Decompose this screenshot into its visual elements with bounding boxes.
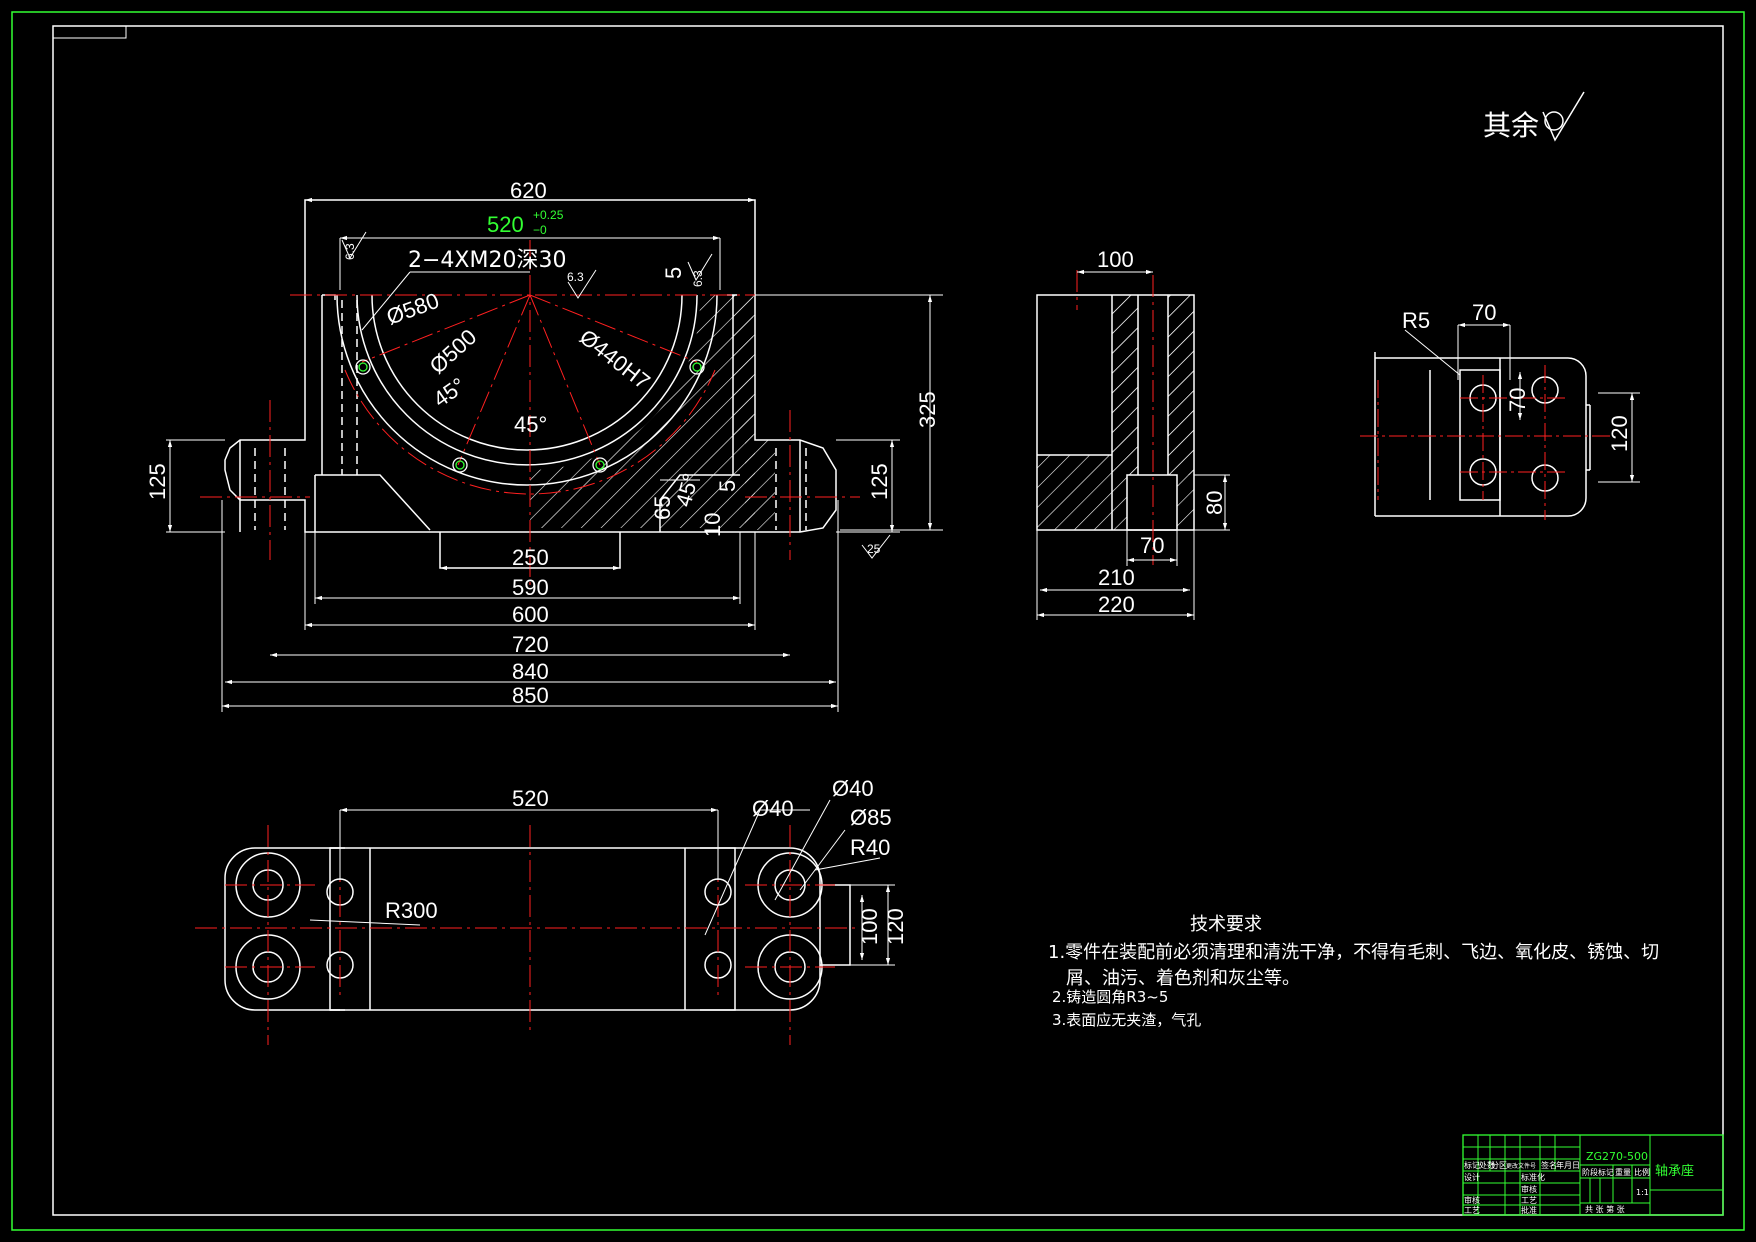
tb-mark: 标记	[1464, 1160, 1480, 1170]
detail-dim-70-vertical: 70	[1505, 388, 1530, 412]
tb-date: 年月日	[1556, 1160, 1580, 1170]
dim-840: 840	[512, 659, 549, 684]
roughness-25: 25	[867, 542, 881, 556]
notes-line-3: 3.表面应无夹渣，气孔	[1052, 1011, 1201, 1029]
side-dim-210: 210	[1098, 565, 1135, 590]
top-r40: R40	[850, 835, 890, 860]
roughness-6-3-c: 6.3	[691, 270, 705, 287]
tb-scale: 1:1	[1636, 1188, 1649, 1197]
side-dim-220: 220	[1098, 592, 1135, 617]
front-view-dimensions	[166, 197, 943, 712]
detail-view-dimensions	[1404, 322, 1640, 483]
tb-standard: 标准化	[1521, 1172, 1545, 1182]
dim-65: 65	[650, 496, 675, 520]
tb-change-doc: 更改文件号	[1506, 1162, 1536, 1170]
roughness-6-3-b: 6.3	[567, 270, 584, 284]
roughness-other-note: 其余	[1483, 91, 1585, 142]
detail-dim-120: 120	[1607, 415, 1632, 452]
top-dim-520: 520	[512, 786, 549, 811]
tb-process: 工艺	[1521, 1196, 1537, 1205]
side-dim-70: 70	[1140, 533, 1164, 558]
front-view-centerlines	[200, 240, 860, 590]
title-block-name: 轴承座	[1655, 1164, 1694, 1179]
dim-250: 250	[512, 545, 549, 570]
detail-r5: R5	[1402, 308, 1430, 333]
tb-review-left: 审核	[1464, 1195, 1480, 1205]
tol-upper: +0.25	[533, 208, 564, 222]
bore-outer	[336, 294, 718, 486]
tb-review: 审核	[1521, 1184, 1537, 1194]
side-view	[1036, 294, 1195, 531]
dim-620: 620	[510, 178, 547, 203]
notes-line-1: 1.零件在装配前必须清理和清洗干净，不得有毛刺、飞边、氧化皮、锈蚀、切	[1048, 942, 1659, 963]
front-view	[224, 199, 837, 569]
bore-inner	[356, 294, 698, 466]
front-roughness-symbols	[341, 231, 891, 559]
dim-325: 325	[915, 391, 940, 428]
tb-scale-label: 比例	[1634, 1167, 1650, 1177]
detail-dim-70-horizontal: 70	[1472, 300, 1496, 325]
notes-line-2: 2.铸造圆角R3~5	[1052, 988, 1168, 1006]
tb-design: 设计	[1464, 1172, 1480, 1182]
dim-5-top: 5	[661, 267, 686, 279]
technical-requirements: 技术要求 1.零件在装配前必须清理和清洗干净，不得有毛刺、飞边、氧化皮、锈蚀、切…	[1048, 914, 1659, 1029]
top-dia40-left: Ø40	[752, 796, 794, 821]
tb-zone: 分区	[1491, 1161, 1507, 1170]
front-view-holes	[355, 359, 705, 473]
notes-line-1b: 屑、油污、着色剂和灰尘等。	[1066, 968, 1300, 989]
tb-stage: 阶段标记	[1582, 1167, 1614, 1177]
front-view-labels: 620 520 +0.25 −0 2−4XM20深30 Ø580 Ø500 Ø4…	[145, 178, 940, 708]
dim-5-side: 5	[715, 480, 740, 492]
dim-590: 590	[512, 575, 549, 600]
tb-weight: 重量	[1615, 1167, 1631, 1177]
top-view	[224, 847, 851, 1011]
tb-count: 处数	[1479, 1160, 1495, 1170]
top-view-centerlines	[195, 825, 860, 1045]
top-dim-100: 100	[857, 908, 882, 945]
front-hatch-right	[530, 295, 755, 528]
dim-125-left: 125	[145, 463, 170, 500]
tb-sheet: 共 张 第 张	[1585, 1204, 1625, 1214]
tb-approve: 批准	[1521, 1205, 1537, 1215]
dim-520-tolerance: 520	[487, 212, 524, 237]
top-view-dimensions	[309, 799, 895, 966]
dim-10: 10	[700, 513, 725, 537]
side-view-dimensions	[1036, 269, 1230, 620]
dim-600: 600	[512, 602, 549, 627]
side-view-centerlines	[1076, 270, 1154, 565]
detail-view-centerlines	[1360, 365, 1610, 520]
dim-125-right: 125	[867, 463, 892, 500]
top-dia40-right: Ø40	[832, 776, 874, 801]
title-block	[1462, 1134, 1724, 1216]
dim-dia440h7: Ø440H7	[575, 324, 655, 394]
side-dim-100: 100	[1097, 247, 1134, 272]
angle-45-mid: 45°	[514, 412, 547, 437]
top-dia85: Ø85	[850, 805, 892, 830]
dim-720: 720	[512, 632, 549, 657]
angle-45-left: 45°	[429, 373, 471, 413]
notes-title: 技术要求	[1190, 914, 1262, 935]
title-block-material: ZG270-500	[1586, 1150, 1648, 1163]
top-dim-120: 120	[883, 908, 908, 945]
thread-callout: 2−4XM20深30	[408, 248, 566, 273]
tb-process-left: 工艺	[1464, 1206, 1480, 1215]
top-r300: R300	[385, 898, 438, 923]
tb-signature: 签名	[1541, 1160, 1557, 1170]
dim-dia500: Ø500	[425, 324, 482, 379]
drawing-frame	[11, 11, 1745, 1231]
tol-lower: −0	[533, 223, 547, 237]
roughness-other-label: 其余	[1483, 109, 1539, 142]
roughness-6-3-a: 6.3	[343, 243, 357, 260]
side-dim-80: 80	[1202, 491, 1227, 515]
dim-850: 850	[512, 683, 549, 708]
